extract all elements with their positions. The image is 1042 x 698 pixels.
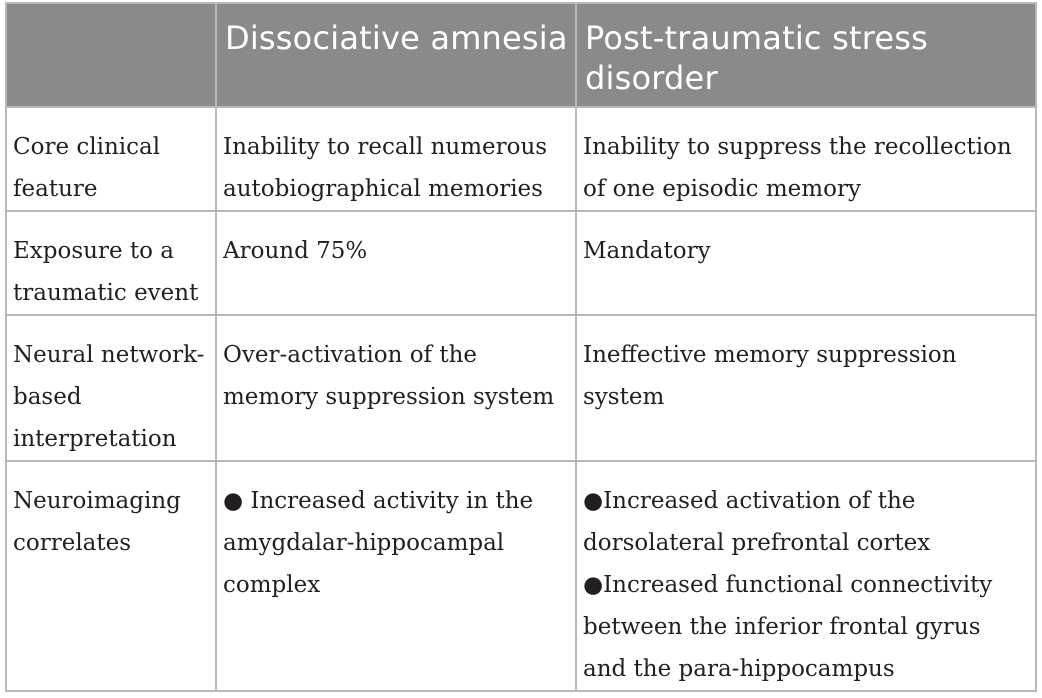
table-body: Core clinical feature Inability to recal…	[5, 106, 1037, 692]
row-label-core-clinical-feature: Core clinical feature	[5, 106, 217, 212]
header-row: Dissociative amnesia Post-traumatic stre…	[5, 2, 1037, 108]
cell-ptsd-neural: Ineffective memory suppression system	[575, 314, 1037, 462]
row-label-neural-interpretation: Neural network-based interpretation	[5, 314, 217, 462]
table-row: Neuroimaging correlates ● Increased acti…	[5, 460, 1037, 692]
comparison-table: Dissociative amnesia Post-traumatic stre…	[5, 2, 1037, 692]
cell-amnesia-neuroimaging: ● Increased activity in the amygdalar-hi…	[215, 460, 577, 692]
table-row: Core clinical feature Inability to recal…	[5, 106, 1037, 212]
cell-amnesia-core-feature: Inability to recall numerous autobiograp…	[215, 106, 577, 212]
row-label-exposure: Exposure to a traumatic event	[5, 210, 217, 316]
bullet-item: ●Increased functional connectivity betwe…	[583, 572, 993, 682]
table-row: Exposure to a traumatic event Around 75%…	[5, 210, 1037, 316]
table-row: Neural network-based interpretation Over…	[5, 314, 1037, 462]
cell-ptsd-neuroimaging: ●Increased activation of the dorsolatera…	[575, 460, 1037, 692]
cell-ptsd-core-feature: Inability to suppress the recollection o…	[575, 106, 1037, 212]
header-dissociative-amnesia: Dissociative amnesia	[215, 2, 577, 108]
cell-amnesia-neural: Over-activation of the memory suppressio…	[215, 314, 577, 462]
table-header: Dissociative amnesia Post-traumatic stre…	[5, 2, 1037, 108]
cell-amnesia-exposure: Around 75%	[215, 210, 577, 316]
header-empty-cell	[5, 2, 217, 108]
header-ptsd: Post-traumatic stress disorder	[575, 2, 1037, 108]
cell-ptsd-exposure: Mandatory	[575, 210, 1037, 316]
row-label-neuroimaging: Neuroimaging correlates	[5, 460, 217, 692]
bullet-item: ●Increased activation of the dorsolatera…	[583, 488, 931, 556]
